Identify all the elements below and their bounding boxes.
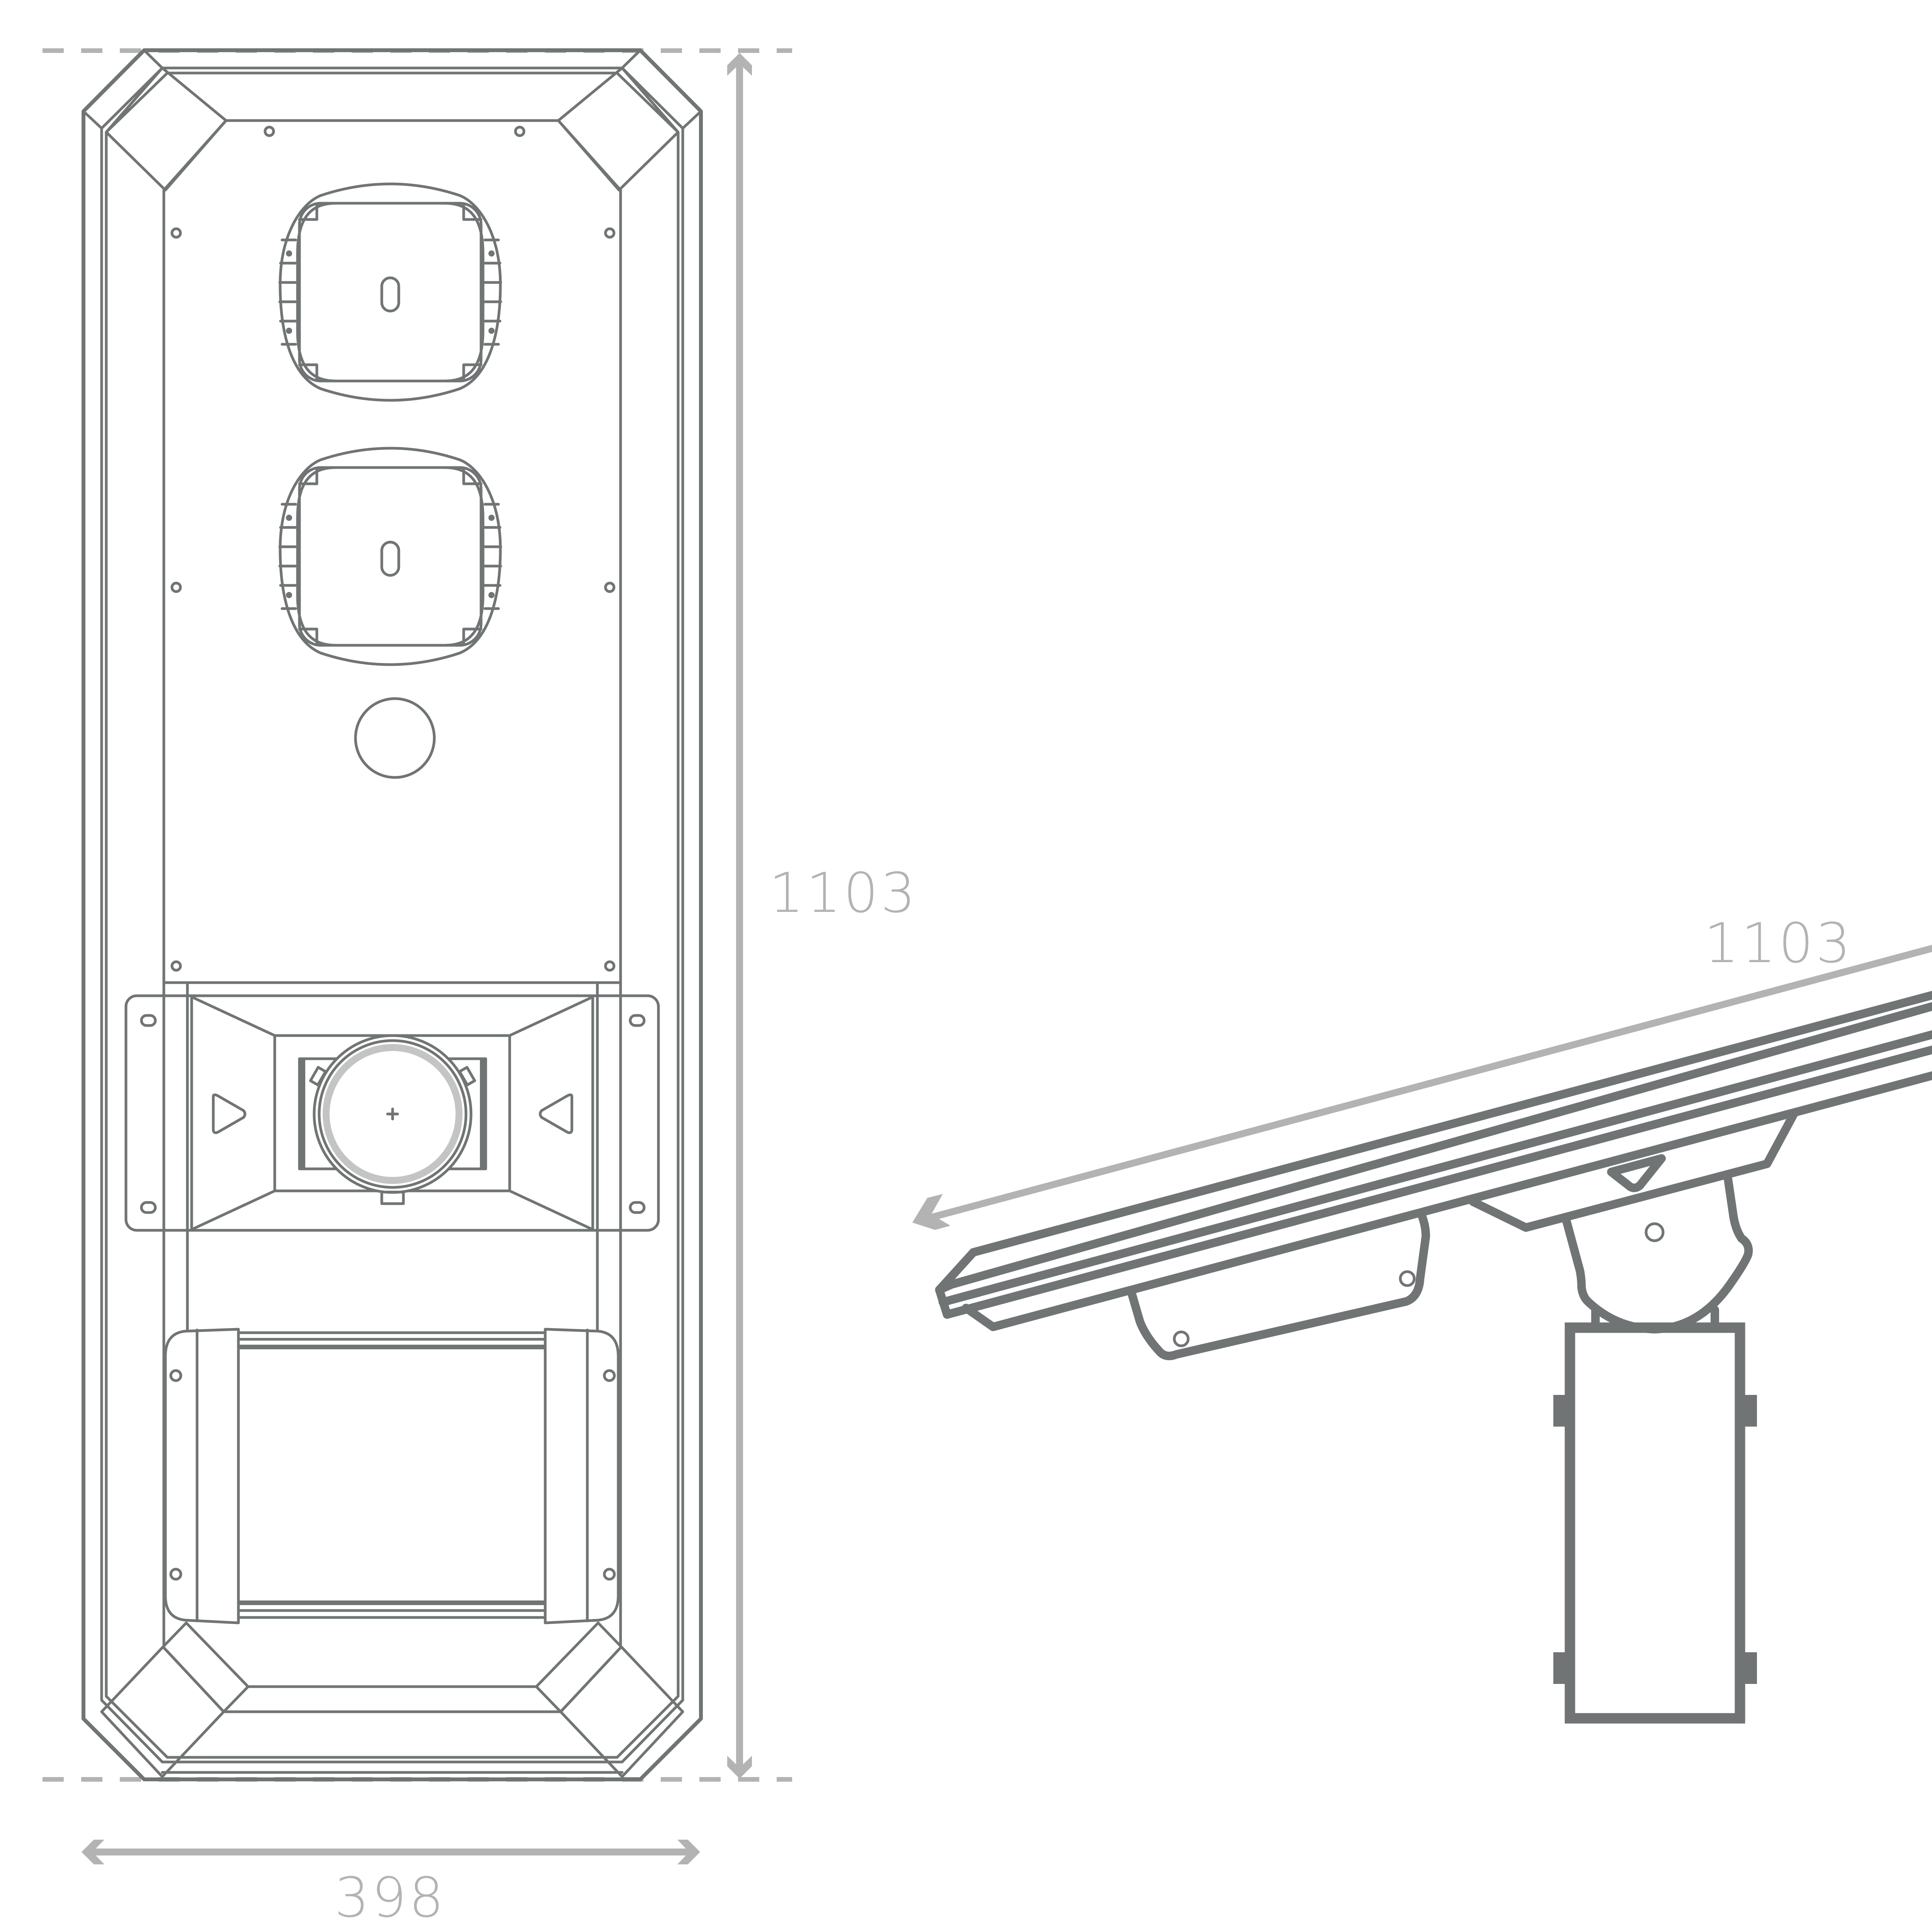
screw-icon — [170, 582, 182, 593]
screw-icon — [604, 227, 616, 239]
panel-edge — [935, 991, 1932, 1331]
clamp-tab — [380, 1190, 405, 1205]
pole-socket-inner — [318, 1039, 468, 1189]
screw-icon — [514, 126, 526, 137]
pole-tab — [1553, 1395, 1566, 1427]
pole-body — [1565, 1322, 1745, 1724]
screw-icon — [264, 126, 275, 137]
screw-icon — [604, 582, 616, 593]
pivot-bolt-icon — [1645, 1222, 1665, 1242]
bracket-plate — [124, 994, 660, 1232]
sensor-icon — [354, 697, 436, 779]
tilt-indicator-icon — [1607, 1154, 1666, 1192]
panel-plate — [162, 119, 622, 984]
slot-hole-icon — [629, 1014, 646, 1027]
battery-end-right — [544, 1328, 620, 1624]
led-module-1 — [278, 182, 502, 402]
led-module-housing — [279, 182, 502, 402]
lens-clip — [298, 467, 318, 485]
heat-fins-left — [278, 238, 297, 346]
screw-icon — [169, 1369, 182, 1382]
bottom-corners — [100, 1621, 684, 1778]
mounting-bracket — [124, 994, 660, 1232]
frame-inner-line — [100, 66, 684, 1764]
front-view: 1103 398 — [43, 48, 918, 1930]
pole-tab — [1745, 1652, 1757, 1684]
battery-end-left — [164, 1328, 240, 1624]
corner-edge — [143, 49, 164, 70]
slot-hole-icon — [629, 1201, 646, 1214]
width-dimension-label: 398 — [334, 1866, 446, 1930]
slot-hole-icon — [140, 1201, 157, 1214]
lens-clip — [462, 467, 483, 485]
lens-clip — [298, 628, 318, 646]
screw-icon — [170, 227, 182, 239]
swivel-body — [1562, 1175, 1753, 1333]
width-dimension: 398 — [82, 1840, 700, 1930]
screw-icon — [603, 1568, 616, 1581]
battery-box — [164, 1328, 620, 1624]
clamp-left — [1127, 1209, 1430, 1361]
pole-socket-ring — [323, 1044, 463, 1184]
heat-fins-right — [483, 503, 502, 610]
bolt-icon — [1399, 1270, 1416, 1287]
screw-icon — [170, 960, 182, 972]
corner-block-top-right — [557, 66, 680, 192]
heat-fins-left — [278, 503, 297, 610]
panel-screws — [170, 126, 616, 972]
length-dimension-label: 1103 — [1704, 912, 1853, 975]
lens-clip — [462, 363, 483, 382]
lens-clip — [298, 202, 318, 221]
lens-clip — [462, 628, 483, 646]
led-lens — [298, 466, 483, 647]
length-dimension: 1103 — [912, 912, 1932, 1230]
screw-icon — [603, 1369, 616, 1382]
led-slot-icon — [380, 276, 400, 313]
outer-frame — [82, 48, 703, 1781]
corner-block-top-left — [105, 66, 228, 192]
slot-hole-icon — [140, 1014, 157, 1027]
frame-inner-line-2 — [105, 71, 680, 1759]
lens-clip — [462, 202, 483, 221]
led-slot-icon — [380, 541, 400, 577]
corner-edge — [82, 110, 103, 130]
led-module-ring — [296, 202, 485, 383]
pole-tab — [1553, 1652, 1566, 1684]
heat-fins-right — [483, 238, 502, 346]
lens-clip — [298, 363, 318, 382]
screw-icon — [169, 1568, 182, 1581]
height-dimension: 1103 — [727, 53, 918, 1779]
led-module-2 — [278, 447, 502, 666]
arrow-left-icon — [539, 1093, 573, 1134]
corner-edge — [681, 110, 702, 130]
lower-rails — [162, 981, 622, 1648]
pole-tab — [1745, 1395, 1757, 1427]
led-module-ring — [296, 466, 485, 647]
side-view: 1103 — [912, 912, 1932, 1724]
pole — [1553, 1322, 1757, 1724]
bolt-icon — [1173, 1330, 1190, 1347]
height-dimension-label: 1103 — [769, 861, 918, 925]
led-lens — [298, 202, 483, 383]
led-module-housing — [279, 447, 502, 666]
screw-icon — [604, 960, 616, 972]
rail-clamps — [1127, 1209, 1430, 1361]
corner-edge — [621, 49, 642, 70]
arrow-right-icon — [212, 1093, 247, 1134]
